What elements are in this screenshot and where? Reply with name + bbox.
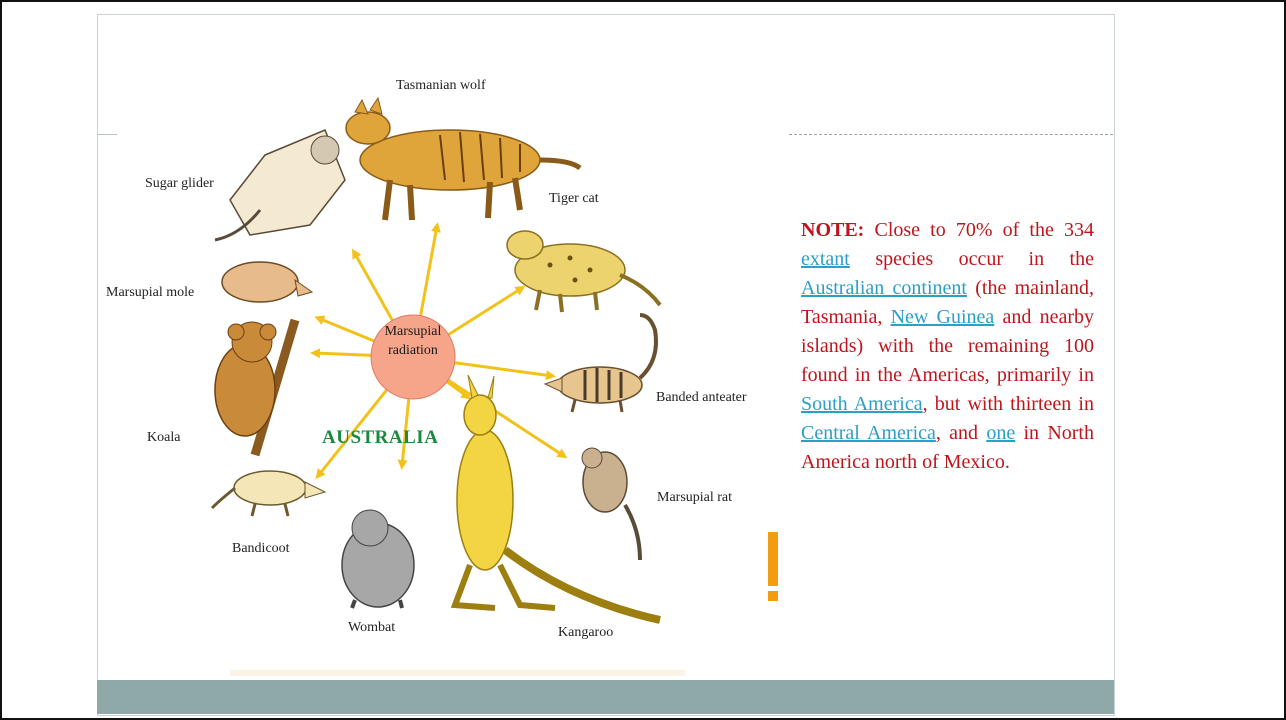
wombat-image: [342, 510, 414, 608]
marsupial-mole-image: [222, 262, 312, 302]
label-marsupial-rat: Marsupial rat: [657, 490, 732, 506]
kangaroo-image: [455, 375, 660, 620]
label-koala: Koala: [147, 430, 180, 446]
label-tasmanian-wolf: Tasmanian wolf: [396, 78, 486, 94]
hub-label-line-2: radiation: [368, 341, 458, 360]
note-text-1: Close to 70% of the 334: [864, 219, 1094, 241]
bandicoot-image: [212, 471, 325, 516]
link-central-america[interactable]: Central America: [801, 422, 936, 444]
note-text-2: species occur in the: [850, 248, 1094, 270]
exclamation-dot: [768, 591, 778, 601]
label-banded-anteater: Banded anteater: [656, 390, 747, 406]
footer-bar: [97, 680, 1114, 714]
link-new-guinea[interactable]: New Guinea: [891, 306, 995, 328]
label-marsupial-mole: Marsupial mole: [106, 285, 194, 301]
note-text-6: , and: [936, 422, 986, 444]
label-bandicoot: Bandicoot: [232, 541, 290, 557]
marsupial-radiation-diagram: [100, 60, 790, 680]
australia-label: AUSTRALIA: [322, 427, 438, 449]
note-text-5: , but with thirteen in: [923, 393, 1094, 415]
tasmanian-wolf-image: [346, 98, 580, 220]
label-wombat: Wombat: [348, 620, 395, 636]
title-rule: [789, 134, 1113, 135]
exclamation-icon: [768, 532, 778, 586]
link-extant[interactable]: extant: [801, 248, 850, 270]
hub-label: Marsupial radiation: [368, 322, 458, 360]
link-south-america[interactable]: South America: [801, 393, 923, 415]
label-sugar-glider: Sugar glider: [145, 176, 214, 192]
link-australian-continent[interactable]: Australian continent: [801, 277, 967, 299]
hub-label-line-1: Marsupial: [368, 322, 458, 341]
koala-image: [215, 320, 295, 455]
note-heading: NOTE:: [801, 219, 864, 241]
note-paragraph: NOTE: Close to 70% of the 334 extant spe…: [801, 216, 1094, 477]
tiger-cat-image: [507, 231, 660, 312]
sugar-glider-image: [215, 130, 345, 240]
marsupial-rat-image: [582, 448, 640, 560]
label-kangaroo: Kangaroo: [558, 625, 613, 641]
label-tiger-cat: Tiger cat: [549, 191, 599, 207]
link-one[interactable]: one: [986, 422, 1015, 444]
banded-anteater-image: [545, 315, 656, 412]
diagram-bottom-strip: [230, 670, 685, 676]
